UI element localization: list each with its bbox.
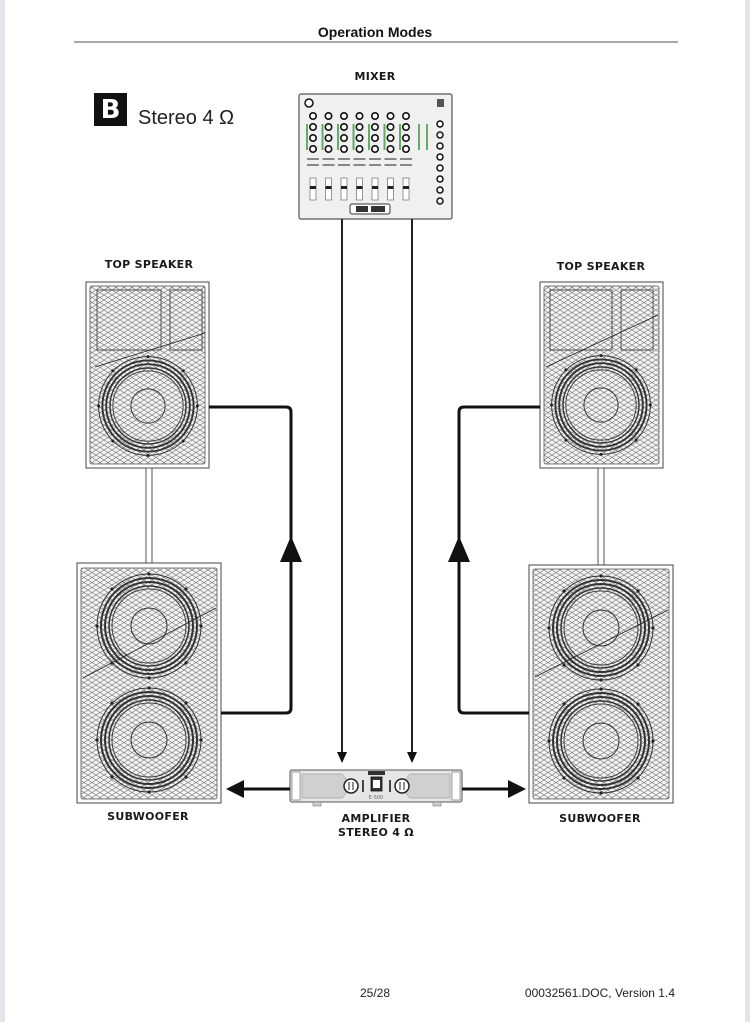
subwoofer-right xyxy=(528,564,674,804)
stand-pole-left xyxy=(145,467,153,565)
amp-output-left xyxy=(226,780,290,798)
top-speaker-right xyxy=(539,281,664,469)
mode-badge: B xyxy=(94,93,127,126)
mode-label: Stereo 4 Ω xyxy=(138,107,235,129)
mixer-controls xyxy=(304,98,444,205)
mixer-label: MIXER xyxy=(354,70,396,83)
top-speaker-left-label: TOP SPEAKER xyxy=(104,258,194,271)
title-divider xyxy=(74,41,678,43)
subwoofer-right-label: SUBWOOFER xyxy=(559,812,641,825)
amplifier-mode-label: STEREO 4 Ω xyxy=(338,826,414,839)
right-link-wire xyxy=(448,405,540,715)
mixer-device xyxy=(298,93,453,220)
amplifier-label: AMPLIFIER xyxy=(341,812,411,825)
stand-pole-right xyxy=(597,467,605,567)
page-edge-left xyxy=(0,0,5,1022)
top-speaker-left xyxy=(85,281,210,469)
amplifier-device: E-500 xyxy=(289,769,463,807)
page-title: Operation Modes xyxy=(317,24,433,40)
document-reference: 00032561.DOC, Version 1.4 xyxy=(524,986,675,1000)
page-edge-right xyxy=(745,0,750,1022)
subwoofer-left xyxy=(76,562,222,804)
left-link-wire xyxy=(209,405,302,715)
top-speaker-right-label: TOP SPEAKER xyxy=(556,260,646,273)
amp-output-right xyxy=(462,780,526,798)
mixer-output-wires xyxy=(337,219,417,763)
page-number: 25/28 xyxy=(359,986,391,1000)
amplifier-model: E-500 xyxy=(369,795,384,801)
subwoofer-left-label: SUBWOOFER xyxy=(107,810,189,823)
